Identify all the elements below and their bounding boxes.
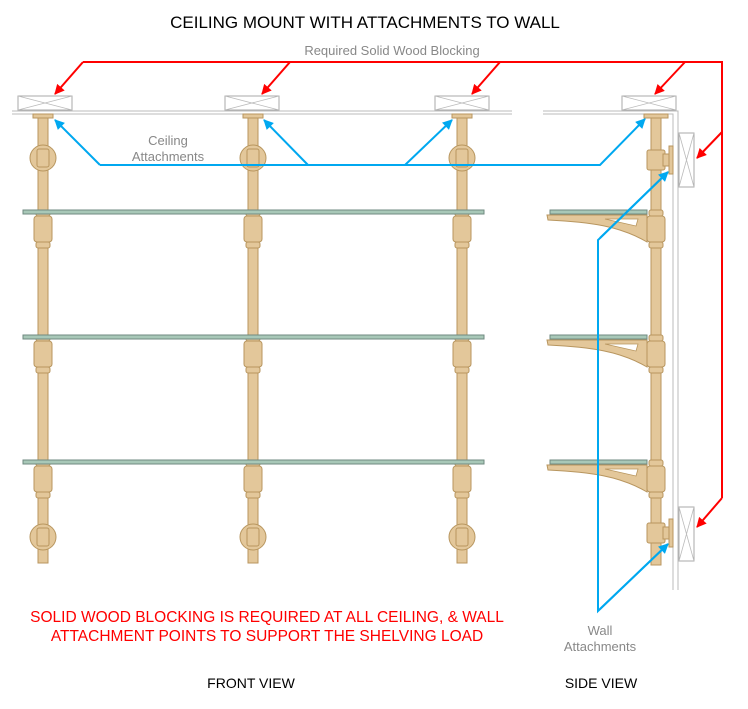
red-arrow — [696, 497, 723, 528]
ceiling-flange — [32, 113, 54, 119]
callout-arrows — [54, 61, 723, 614]
red-arrow — [54, 61, 84, 95]
glass-shelf — [549, 209, 648, 215]
coupler-collar — [35, 491, 51, 499]
coupler-collar — [454, 491, 470, 499]
coupler-collar — [454, 241, 470, 249]
structure — [12, 95, 695, 590]
blocking-cross — [17, 95, 73, 111]
coupler-collar — [648, 491, 664, 499]
wall-flange — [668, 145, 674, 175]
tee-fitting — [246, 148, 260, 168]
blue-arrow — [599, 543, 669, 610]
tee-arm — [662, 153, 670, 167]
ceiling-flange — [643, 113, 669, 119]
blue-arrow — [404, 119, 453, 166]
coupler-collar — [35, 241, 51, 249]
coupler-collar — [454, 366, 470, 374]
post-coupler — [243, 465, 263, 493]
post-coupler — [243, 215, 263, 243]
coupler-collar — [648, 459, 664, 467]
blue-arrow — [54, 119, 101, 166]
ceiling-flange — [451, 113, 473, 119]
post-coupler — [33, 340, 53, 368]
tee-fitting — [36, 527, 50, 547]
glass-shelf — [22, 209, 485, 215]
coupler-collar — [35, 366, 51, 374]
red-arrow — [654, 61, 686, 95]
blocking-cross — [621, 95, 677, 111]
tee-fitting — [455, 148, 469, 168]
warning-line-2: ATTACHMENT POINTS TO SUPPORT THE SHELVIN… — [51, 628, 483, 645]
tee-fitting — [246, 527, 260, 547]
glass-shelf — [22, 459, 485, 465]
blocking-cross — [434, 95, 490, 111]
tee-fitting — [646, 522, 666, 544]
bracket-cutout — [604, 343, 639, 352]
post-coupler — [452, 215, 472, 243]
blue-arrow — [263, 119, 309, 166]
red-arrow — [696, 131, 723, 159]
bracket-cutout — [604, 468, 639, 477]
front-view-label: FRONT VIEW — [207, 675, 295, 691]
warning-line-1: SOLID WOOD BLOCKING IS REQUIRED AT ALL C… — [30, 609, 504, 626]
blue-ceiling-leader — [100, 118, 646, 166]
blocking-cross — [678, 506, 695, 562]
post-coupler — [33, 215, 53, 243]
post-coupler — [33, 465, 53, 493]
tee-fitting — [36, 148, 50, 168]
coupler-collar — [245, 241, 261, 249]
post-coupler — [452, 340, 472, 368]
post-coupler — [243, 340, 263, 368]
tee-arm — [662, 526, 670, 540]
ceiling-attachments-label-1: Ceiling — [148, 133, 188, 148]
glass-shelf — [22, 334, 485, 340]
tee-fitting — [646, 149, 666, 171]
blocking-label: Required Solid Wood Blocking — [304, 43, 479, 58]
wall-attachments-label-2: Attachments — [564, 639, 637, 654]
red-leader-line — [83, 61, 723, 498]
post-coupler — [646, 215, 666, 243]
ceiling-attachments-label-2: Attachments — [132, 149, 205, 164]
coupler-collar — [245, 491, 261, 499]
blocking-cross — [678, 132, 695, 188]
blue-arrow — [599, 171, 669, 239]
side-view-label: SIDE VIEW — [565, 675, 638, 691]
coupler-collar — [245, 366, 261, 374]
wall-attachments-label-1: Wall — [588, 623, 613, 638]
blocking-cross — [224, 95, 280, 111]
ceiling-wall-line-side — [543, 110, 679, 590]
tee-fitting — [455, 527, 469, 547]
coupler-collar — [648, 209, 664, 217]
diagram-title: CEILING MOUNT WITH ATTACHMENTS TO WALL — [170, 13, 560, 32]
coupler-collar — [648, 334, 664, 342]
post-coupler — [646, 340, 666, 368]
coupler-collar — [648, 366, 664, 374]
coupler-collar — [648, 241, 664, 249]
bracket-cutout — [604, 218, 639, 227]
post-coupler — [452, 465, 472, 493]
wall-flange — [668, 518, 674, 548]
post-coupler — [646, 465, 666, 493]
red-arrow — [471, 61, 501, 95]
red-arrow — [261, 61, 291, 95]
ceiling-flange — [242, 113, 264, 119]
